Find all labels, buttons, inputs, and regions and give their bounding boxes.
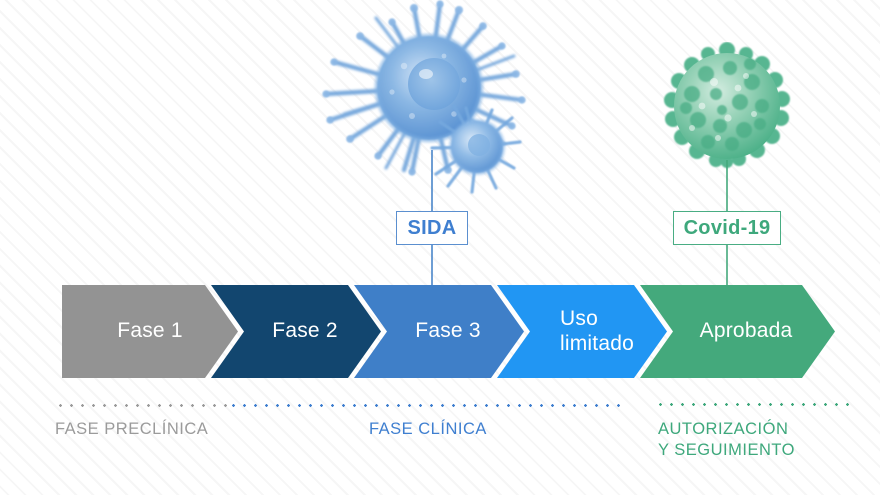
legend-dots-autorizacion xyxy=(655,403,855,406)
callout-covid-19[interactable]: Covid-19 xyxy=(673,211,781,245)
legend-label-preclinica: FASE PRECLÍNICA xyxy=(55,420,209,438)
callout-sida-label: SIDA xyxy=(407,216,457,239)
stage-label-fase-2[interactable]: Fase 2 xyxy=(272,319,338,342)
legend-dots-preclinica xyxy=(55,404,235,407)
legend-label-clinica: FASE CLÍNICA xyxy=(369,420,487,438)
stage-label-fase-1[interactable]: Fase 1 xyxy=(117,319,183,342)
stage-label-fase-3[interactable]: Fase 3 xyxy=(415,319,481,342)
callout-sida[interactable]: SIDA xyxy=(396,211,468,245)
stage-label-aprobada[interactable]: Aprobada xyxy=(699,319,793,342)
stage-label-uso-limitado[interactable]: Uso limitado xyxy=(560,307,634,355)
legend-label-autorizacion: AUTORIZACIÓN Y SEGUIMIENTO xyxy=(658,420,796,459)
callout-covid-19-label: Covid-19 xyxy=(683,216,771,239)
legend-dots-clinica xyxy=(228,404,628,407)
